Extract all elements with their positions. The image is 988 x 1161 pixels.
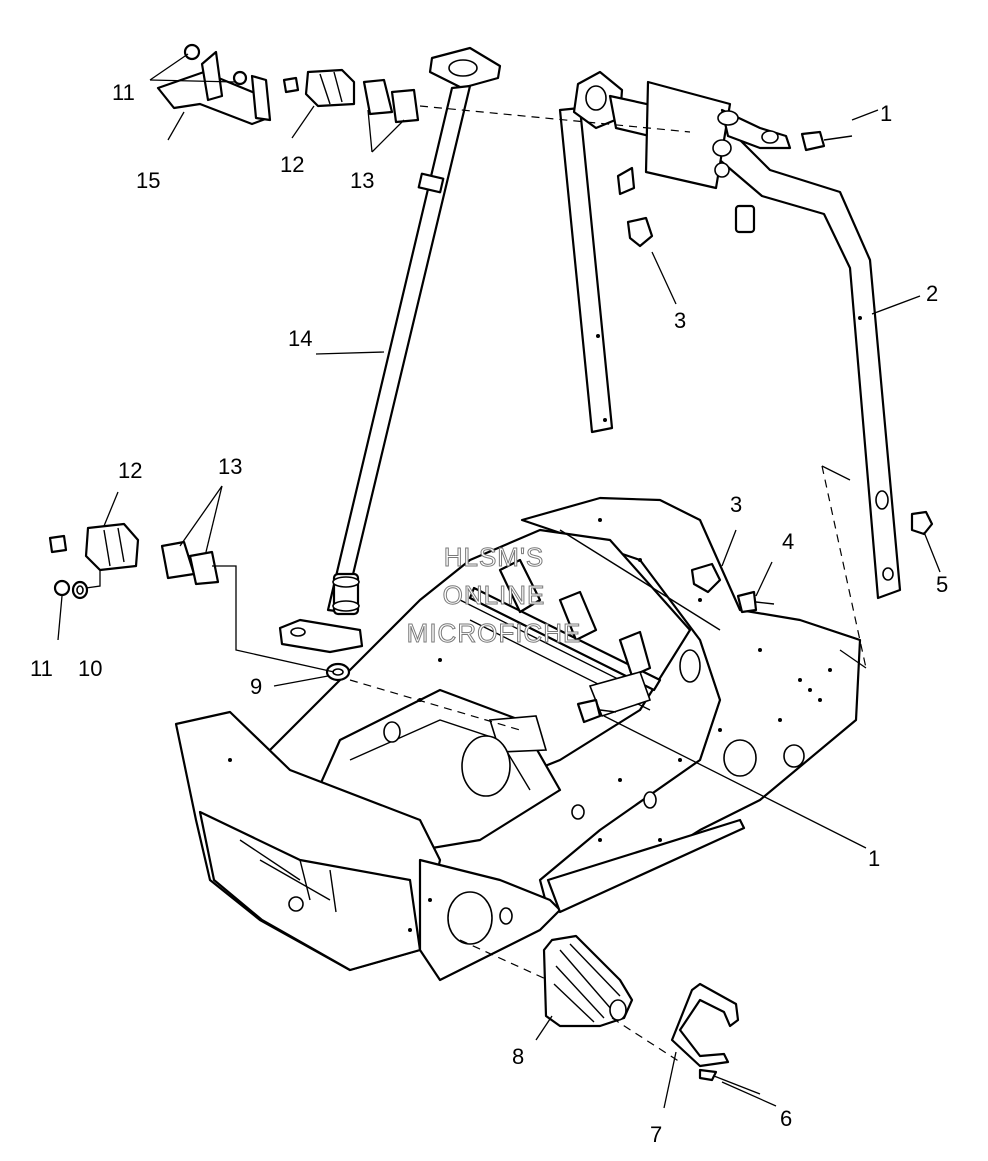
bracket bbox=[670, 982, 740, 1068]
callout-5: 5 bbox=[936, 572, 948, 597]
callout-12-left: 12 bbox=[118, 458, 142, 483]
callout-12-top: 12 bbox=[280, 152, 304, 177]
steering-hoop bbox=[558, 70, 902, 600]
callout-10: 10 bbox=[78, 656, 102, 681]
bushing-12-left bbox=[48, 522, 140, 572]
bolt-frame bbox=[576, 698, 617, 724]
watermark-line-1: HLSM'S bbox=[444, 542, 545, 572]
callout-9: 9 bbox=[250, 674, 262, 699]
callout-4: 4 bbox=[782, 529, 794, 554]
washer-9 bbox=[325, 662, 351, 682]
bolt-mid bbox=[736, 590, 775, 614]
callout-15: 15 bbox=[136, 168, 160, 193]
callout-7: 7 bbox=[650, 1122, 662, 1147]
callout-3-mid: 3 bbox=[730, 492, 742, 517]
callout-3-top: 3 bbox=[674, 308, 686, 333]
callout-8: 8 bbox=[512, 1044, 524, 1069]
callout-labels: 1 1 2 3 3 4 5 6 7 8 9 10 11 11 12 12 13 … bbox=[30, 80, 948, 1147]
chassis-frame bbox=[174, 496, 862, 982]
bracket-15 bbox=[156, 43, 272, 126]
callout-13-top: 13 bbox=[350, 168, 374, 193]
watermark-line-3: MICROFICHE bbox=[407, 618, 582, 648]
callout-2: 2 bbox=[926, 281, 938, 306]
leader-lines bbox=[57, 53, 941, 1109]
clamp-mid bbox=[690, 562, 722, 594]
callout-14: 14 bbox=[288, 326, 312, 351]
watermark-line-2: ONLINE bbox=[443, 580, 546, 610]
callout-1-bottom: 1 bbox=[868, 846, 880, 871]
callout-6: 6 bbox=[780, 1106, 792, 1131]
bushing-13-left bbox=[160, 540, 220, 586]
screw bbox=[698, 1068, 761, 1095]
washer-10 bbox=[71, 580, 89, 600]
bushing-12-top bbox=[282, 68, 356, 108]
steering-post bbox=[278, 46, 502, 654]
assembly-lines bbox=[349, 105, 867, 1063]
callout-13-left: 13 bbox=[218, 454, 242, 479]
steering-boot bbox=[542, 934, 634, 1028]
nut-11-left bbox=[53, 579, 71, 597]
callout-11-left: 11 bbox=[30, 656, 53, 681]
bushing-13-top bbox=[362, 78, 420, 124]
watermark: HLSM'S ONLINE MICROFICHE bbox=[406, 542, 582, 649]
callout-11-top: 11 bbox=[112, 80, 135, 105]
bolt-top bbox=[800, 130, 853, 152]
callout-1-top: 1 bbox=[880, 101, 892, 126]
clamp-top bbox=[626, 216, 654, 248]
nut bbox=[910, 510, 934, 536]
